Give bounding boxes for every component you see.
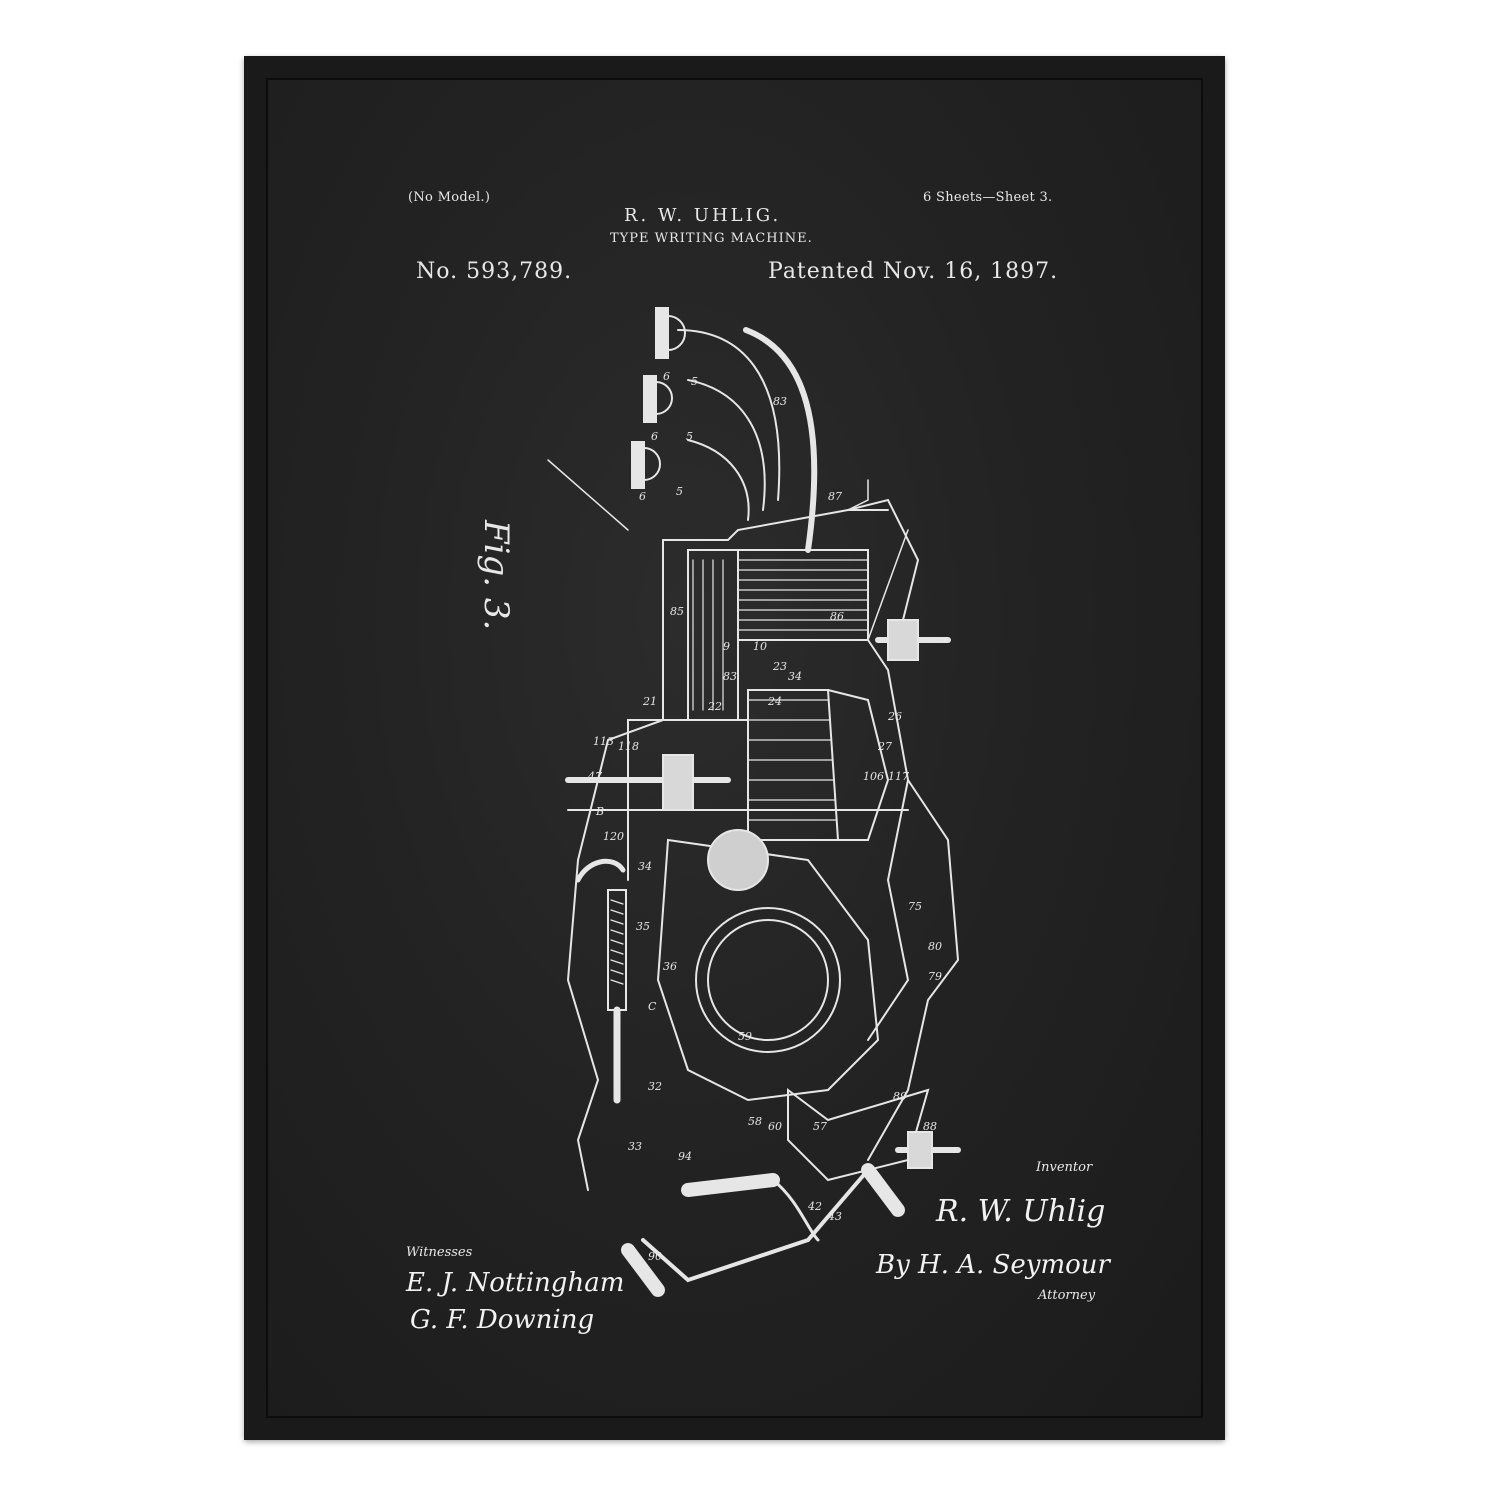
svg-text:118: 118 [618,740,639,753]
svg-text:B: B [595,805,604,818]
svg-text:35: 35 [636,920,650,933]
horizontal-shafts [565,619,961,1169]
inventor-name-heading: R. W. UHLIG. [624,205,782,226]
svg-text:5: 5 [686,430,693,443]
inventor-signature: R. W. Uhlig [936,1194,1106,1229]
chalkboard-patent-sheet: (No Model.) 6 Sheets—Sheet 3. R. W. UHLI… [268,80,1201,1416]
svg-text:87: 87 [828,490,842,503]
lever-lines [547,459,909,641]
svg-text:6: 6 [663,370,670,383]
svg-text:75: 75 [908,900,922,913]
svg-text:106: 106 [863,770,884,783]
witness-1-signature: E. J. Nottingham [406,1268,625,1298]
svg-text:89: 89 [893,1090,907,1103]
svg-text:26: 26 [887,710,902,723]
svg-text:9: 9 [723,640,730,653]
attorney-signature: By H. A. Seymour [876,1250,1110,1280]
svg-text:79: 79 [928,970,942,983]
type-bar-keys [631,307,818,553]
svg-text:34: 34 [788,670,802,683]
hatched-sections [692,559,869,821]
svg-text:34: 34 [638,860,652,873]
svg-text:83: 83 [723,670,737,683]
svg-text:27: 27 [877,740,892,753]
sheet-count: 6 Sheets—Sheet 3. [923,190,1053,205]
svg-text:113: 113 [593,735,614,748]
svg-text:94: 94 [678,1150,692,1163]
svg-text:6: 6 [651,430,658,443]
poster-frame: (No Model.) 6 Sheets—Sheet 3. R. W. UHLI… [244,56,1225,1440]
svg-text:32: 32 [648,1080,662,1093]
svg-text:33: 33 [628,1140,642,1153]
invention-title: TYPE WRITING MACHINE. [610,231,813,246]
patent-date: Patented Nov. 16, 1897. [768,259,1059,284]
attorney-label: Attorney [1038,1288,1096,1303]
inventor-label: Inventor [1036,1160,1093,1175]
svg-text:58: 58 [748,1115,762,1128]
crank-handles [621,1163,905,1297]
svg-text:21: 21 [642,695,657,708]
svg-text:83: 83 [773,395,787,408]
svg-text:57: 57 [813,1120,827,1133]
svg-text:24: 24 [767,695,782,708]
svg-text:36: 36 [663,960,677,973]
svg-text:86: 86 [830,610,844,623]
spring-rod [575,858,627,1104]
svg-text:42: 42 [807,1200,822,1213]
svg-text:80: 80 [928,940,942,953]
svg-text:22: 22 [707,700,722,713]
svg-text:5: 5 [691,375,698,388]
svg-text:6: 6 [639,490,646,503]
svg-text:59: 59 [738,1030,752,1043]
witnesses-label: Witnesses [406,1245,473,1260]
no-model-note: (No Model.) [408,190,491,205]
machine-frame [566,498,960,1191]
svg-text:90: 90 [648,1250,662,1263]
svg-text:88: 88 [923,1120,937,1133]
svg-text:C: C [648,1000,657,1013]
svg-text:43: 43 [827,1210,842,1223]
witness-2-signature: G. F. Downing [410,1305,595,1335]
svg-text:10: 10 [753,640,767,653]
svg-text:117: 117 [888,770,909,783]
svg-text:5: 5 [676,485,683,498]
svg-text:120: 120 [603,830,624,843]
svg-text:23: 23 [772,660,787,673]
svg-text:60: 60 [768,1120,782,1133]
svg-text:47: 47 [587,770,602,783]
svg-text:85: 85 [670,605,684,618]
patent-number: No. 593,789. [416,259,573,284]
